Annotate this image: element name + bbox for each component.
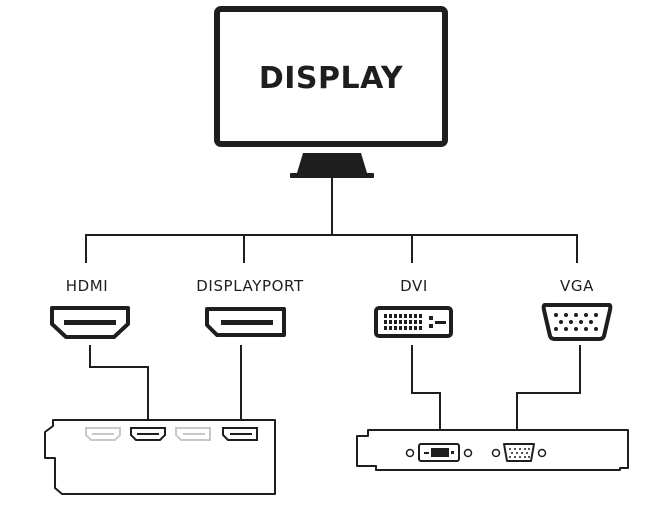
- vga-screw-left-icon: [491, 448, 501, 458]
- displayport-inactive-port-icon: [175, 427, 211, 441]
- displayport-port-icon: [205, 307, 286, 337]
- connection-tree: [85, 178, 578, 263]
- dvi-screw-left-icon: [405, 448, 415, 458]
- vga-port-icon-card: [503, 443, 535, 462]
- graphics-card-hdmi-dp: [44, 419, 276, 495]
- vga-port-icon: [541, 303, 613, 341]
- dvi-to-card-line: [411, 345, 441, 430]
- displayport-label: DISPLAYPORT: [196, 277, 304, 295]
- hdmi-port-icon: [50, 306, 130, 339]
- hdmi-to-card-line: [89, 345, 149, 420]
- hdmi-inactive-port-icon: [85, 427, 121, 441]
- hdmi-label: HDMI: [66, 277, 109, 295]
- dvi-port-icon: [374, 306, 453, 338]
- hdmi-active-port-icon: [130, 427, 166, 441]
- dvi-label: DVI: [400, 277, 428, 295]
- graphics-card-dvi-vga: [356, 429, 629, 471]
- dvi-screw-right-icon: [463, 448, 473, 458]
- monitor: DISPLAY: [214, 6, 448, 178]
- dvi-port-icon-card: [418, 443, 460, 462]
- vga-to-card-line: [516, 345, 581, 430]
- vga-screw-right-icon: [537, 448, 547, 458]
- vga-label: VGA: [560, 277, 594, 295]
- monitor-stand-neck: [297, 153, 367, 173]
- monitor-screen: [214, 6, 448, 147]
- display-title: DISPLAY: [259, 61, 404, 96]
- monitor-stand-base: [290, 173, 374, 178]
- displayport-active-port-icon: [222, 427, 258, 441]
